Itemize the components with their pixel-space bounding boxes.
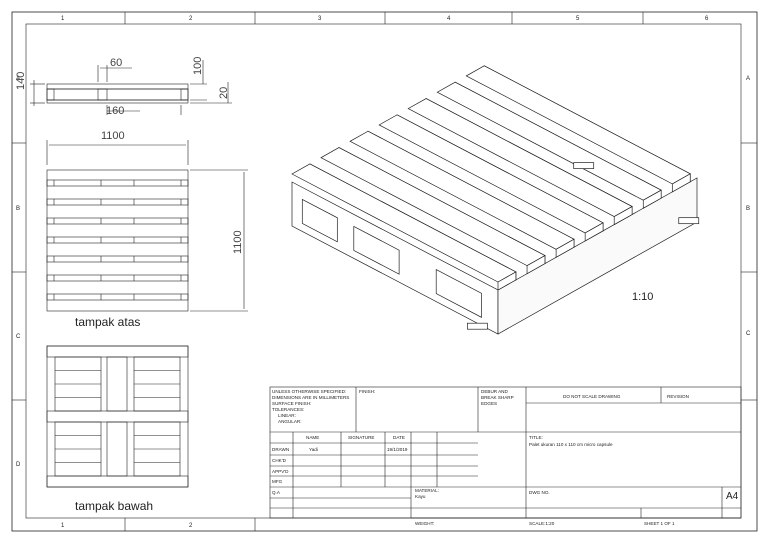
- tb-material-label: MATERIAL:: [415, 488, 439, 493]
- isometric-pallet: [291, 65, 700, 335]
- iso-fork-opening: [435, 269, 482, 318]
- iso-deck-board-end: [584, 222, 604, 242]
- zone-row-c: C: [16, 334, 21, 340]
- tb-material-value: Kayu: [415, 494, 426, 499]
- zone-col-6: 6: [705, 16, 709, 22]
- zone-col-4: 4: [447, 16, 451, 22]
- zone-markers-top: [12, 12, 757, 531]
- tb-revision: REVISION: [667, 394, 689, 399]
- tb-drawn-date: 19/1/2019: [387, 447, 408, 452]
- tb-general-note-line: SURFACE FINISH:: [272, 401, 311, 406]
- zone-col-2: 2: [189, 16, 193, 22]
- bottom-view-slats: [55, 370, 180, 463]
- dim-side-block: 20: [218, 87, 230, 99]
- zone-row-d: D: [16, 462, 21, 468]
- zone-row-a-right: A: [746, 76, 750, 82]
- tb-deburr-2: BREAK SHARP: [481, 395, 514, 400]
- dim-side-height: 140: [15, 72, 27, 90]
- zone-row-a: A: [16, 76, 20, 82]
- top-deck-board: [46, 236, 189, 244]
- tb-general-note-line: LINEAR:: [278, 413, 296, 418]
- iso-foot: [573, 162, 595, 169]
- tb-row-chkd: CHK'D: [272, 458, 287, 463]
- zone-col-1-bottom: 1: [61, 523, 65, 529]
- iso-foot: [467, 322, 488, 330]
- tb-hdr-name: NAME: [306, 435, 319, 440]
- iso-fork-opening: [301, 198, 338, 243]
- tb-row-appvd: APPV'D: [272, 469, 289, 474]
- title-block: [269, 386, 742, 519]
- tb-size: A4: [726, 491, 739, 502]
- top-view-planks: [46, 179, 189, 301]
- dim-block-gap: 160: [106, 105, 124, 117]
- dim-side-total: 100: [192, 57, 204, 75]
- tb-general-note-line: TOLERANCES:: [272, 407, 304, 412]
- zone-row-b: B: [16, 206, 20, 212]
- tb-weight: WEIGHT:: [415, 521, 434, 526]
- title-block-notes: UNLESS OTHERWISE SPECIFIED:DIMENSIONS AR…: [272, 389, 349, 424]
- zone-col-5: 5: [576, 16, 580, 22]
- tb-deburr-1: DEBUR AND: [481, 389, 508, 394]
- tb-drawn-name: Yadi: [309, 447, 318, 452]
- top-deck-board: [46, 198, 189, 206]
- tb-general-note-line: UNLESS OTHERWISE SPECIFIED:: [272, 389, 346, 394]
- tb-general-note-line: DIMENSIONS ARE IN MILLIMETERS: [272, 395, 349, 400]
- tb-sheet: SHEET 1 OF 1: [644, 521, 675, 526]
- iso-deck-board-end: [642, 189, 662, 209]
- tb-row-qa: Q.A: [272, 490, 281, 495]
- top-deck-board: [46, 255, 189, 263]
- tb-dwg-no: DWG NO.: [529, 490, 550, 495]
- tb-finish: FINISH:: [359, 389, 375, 394]
- tb-row-drawn: DRAWN: [272, 447, 289, 452]
- iso-deck-board-end: [526, 254, 546, 275]
- dim-width: 1100: [101, 130, 125, 142]
- iso-deck-board-end: [497, 271, 517, 291]
- zone-col-2-bottom: 2: [189, 523, 193, 529]
- tb-title-value: Palet ukuran 110 x 110 cm micro capsule: [529, 442, 613, 447]
- tb-hdr-signature: SIGNATURE: [348, 435, 374, 440]
- iso-deck-board-end: [613, 205, 633, 226]
- dim-block-width: 60: [110, 57, 122, 69]
- side-view: [30, 60, 232, 115]
- zone-row-b-right: B: [746, 206, 750, 212]
- top-view: [46, 140, 248, 312]
- tb-deburr-3: EDGES: [481, 401, 497, 406]
- iso-deck-board-end: [555, 238, 575, 258]
- iso-deck-board-end: [671, 173, 691, 193]
- label-bottom-view: tampak bawah: [75, 499, 153, 513]
- outer-frame: [11, 11, 758, 532]
- zone-col-3: 3: [318, 16, 322, 22]
- iso-foot: [678, 217, 700, 225]
- iso-fork-opening: [353, 225, 400, 275]
- tb-scale: SCALE:1:20: [529, 521, 555, 526]
- label-top-view: tampak atas: [75, 315, 140, 329]
- top-deck-board: [46, 293, 189, 301]
- dim-length: 1100: [232, 230, 244, 254]
- top-deck-board: [46, 274, 189, 282]
- tb-hdr-date: DATE: [393, 435, 405, 440]
- zone-row-c-right: C: [746, 331, 751, 337]
- tb-no-scale: DO NOT SCALE DRAWING: [563, 394, 621, 399]
- tb-general-note-line: ANGULAR:: [278, 419, 302, 424]
- scale-note: 1:10: [632, 291, 653, 303]
- top-deck-board: [46, 217, 189, 225]
- bottom-view: [46, 345, 189, 488]
- tb-title-label: TITLE:: [529, 435, 543, 440]
- tb-row-mfg: MFG: [272, 479, 283, 484]
- top-deck-board: [46, 179, 189, 187]
- zone-col-1: 1: [61, 16, 65, 22]
